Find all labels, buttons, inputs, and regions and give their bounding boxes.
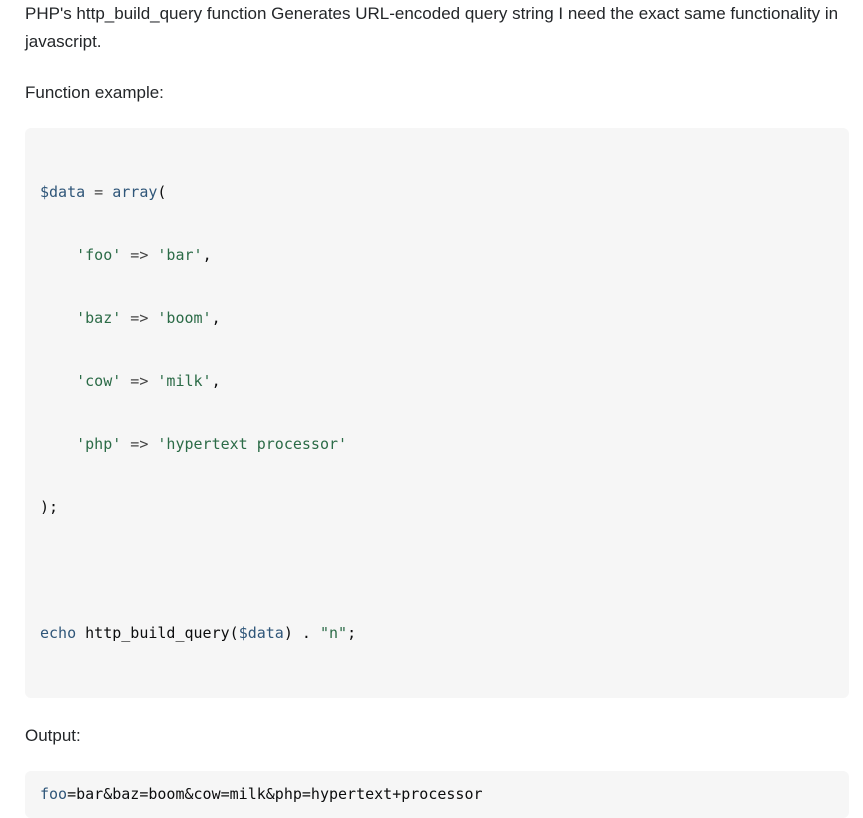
- code-arrow-op: =>: [121, 309, 158, 327]
- php-code-block[interactable]: $data = array( 'foo' => 'bar', 'baz' => …: [25, 128, 849, 698]
- code-indent: [40, 435, 76, 453]
- code-indent: [40, 309, 76, 327]
- code-var-data: $data: [40, 183, 86, 201]
- code-item-value: 'hypertext processor': [157, 435, 348, 453]
- code-assign-op: =: [85, 183, 113, 201]
- code-indent: [40, 246, 76, 264]
- code-line-item: 'foo' => 'bar',: [40, 245, 834, 266]
- code-line-array-close: );: [40, 498, 59, 516]
- code-item-key: 'foo': [76, 246, 122, 264]
- code-item-value: 'boom': [157, 309, 212, 327]
- code-arrow-op: =>: [121, 435, 158, 453]
- code-item-key: 'baz': [76, 309, 122, 327]
- code-echo-keyword: echo: [40, 624, 77, 642]
- code-line-item: 'cow' => 'milk',: [40, 371, 834, 392]
- code-comma: ,: [202, 246, 212, 264]
- code-var-data-arg: $data: [238, 624, 284, 642]
- output-label: Output:: [25, 726, 81, 745]
- code-item-value: 'bar': [157, 246, 203, 264]
- code-arrow-op: =>: [121, 372, 158, 390]
- question-intro-text: PHP's http_build_query function Generate…: [25, 4, 839, 51]
- output-query-string: =bar&baz=boom&cow=milk&php=hypertext+pro…: [67, 785, 483, 803]
- code-line-item: 'php' => 'hypertext processor': [40, 434, 834, 455]
- code-array-fn: array: [112, 183, 158, 201]
- output-first-key: foo: [40, 785, 68, 803]
- code-line-array-open: $data = array(: [40, 182, 834, 203]
- code-comma: ,: [211, 372, 221, 390]
- question-body: PHP's http_build_query function Generate…: [25, 0, 849, 818]
- code-arrow-op: =>: [121, 246, 158, 264]
- output-code-block[interactable]: foo=bar&baz=boom&cow=milk&php=hypertext+…: [25, 771, 849, 818]
- code-semicolon: ;: [347, 624, 357, 642]
- code-line-item: 'baz' => 'boom',: [40, 308, 834, 329]
- code-item-value: 'milk': [157, 372, 212, 390]
- code-function-call: http_build_query(: [76, 624, 239, 642]
- code-line-echo: echo http_build_query($data) . "n";: [40, 623, 834, 644]
- code-open-paren: (: [157, 183, 167, 201]
- code-comma: ,: [211, 309, 221, 327]
- function-example-label: Function example:: [25, 83, 164, 102]
- code-blank-line: [40, 560, 834, 581]
- code-newline-string: "n": [319, 624, 348, 642]
- code-item-key: 'php': [76, 435, 122, 453]
- code-item-key: 'cow': [76, 372, 122, 390]
- code-indent: [40, 372, 76, 390]
- code-concat: ) .: [283, 624, 320, 642]
